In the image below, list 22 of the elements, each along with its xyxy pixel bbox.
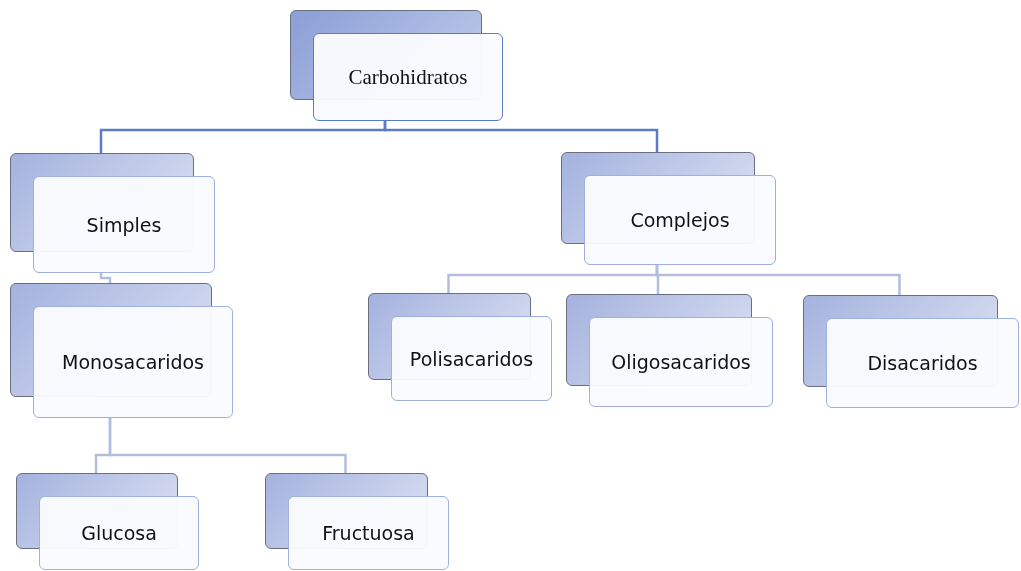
stacked-box bbox=[10, 153, 215, 273]
box-label: Disacaridos bbox=[867, 352, 978, 374]
box-label: Oligosacaridos bbox=[611, 351, 751, 373]
stacked-box bbox=[566, 294, 773, 407]
box-label: Complejos bbox=[630, 209, 730, 231]
stacked-box bbox=[368, 293, 552, 401]
stacked-box bbox=[10, 283, 233, 418]
box-label: Carbohidratos bbox=[348, 64, 468, 90]
connector-line bbox=[108, 418, 347, 473]
connector-line bbox=[655, 265, 901, 295]
box-label: Glucosa bbox=[81, 522, 157, 544]
box-label: Monosacaridos bbox=[62, 351, 204, 373]
stacked-box bbox=[16, 473, 199, 570]
box-label: Polisacaridos bbox=[409, 347, 534, 370]
connector-line bbox=[99, 273, 112, 283]
connector-line bbox=[383, 121, 659, 152]
stacked-box bbox=[561, 152, 776, 265]
stacked-box bbox=[265, 473, 449, 570]
stacked-box bbox=[803, 295, 1019, 408]
box-label: Fructuosa bbox=[322, 522, 415, 544]
box-label: Simples bbox=[86, 213, 162, 236]
stacked-box bbox=[290, 10, 503, 121]
